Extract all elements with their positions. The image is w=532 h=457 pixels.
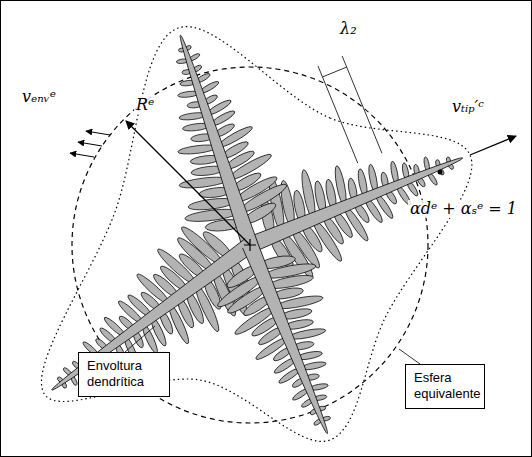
velocity-label: vₑₙᵥᵉ <box>20 88 58 106</box>
leader-line <box>399 349 420 364</box>
radius-arrow <box>126 121 250 245</box>
callout-box: Envoltura dendrítica <box>78 352 170 397</box>
primary-arm <box>180 35 257 247</box>
radius-label: Rᵉ <box>134 96 156 114</box>
dimension-label: λ₂ <box>338 20 359 38</box>
fraction-label: αdᵉ + αₛᵉ = 1 <box>408 200 519 218</box>
point-marker <box>438 170 443 175</box>
callout-text: Esfera equivalente <box>414 370 476 403</box>
tip-velocity-arrow <box>470 136 516 155</box>
envelope-velocity-arrow <box>86 131 110 135</box>
velocity-label: vₜᵢₚ′ᶜ <box>450 98 486 116</box>
callout-box: Esfera equivalente <box>405 364 485 409</box>
leader-line <box>125 326 155 352</box>
dimension-line <box>322 67 346 77</box>
dimension-extension <box>342 56 382 153</box>
envelope-velocity-arrow <box>78 142 102 146</box>
callout-text: Envoltura dendrítica <box>87 358 161 391</box>
envelope-velocity-arrow <box>70 153 94 157</box>
primary-arm <box>243 242 328 434</box>
equivalent-sphere <box>72 67 428 423</box>
